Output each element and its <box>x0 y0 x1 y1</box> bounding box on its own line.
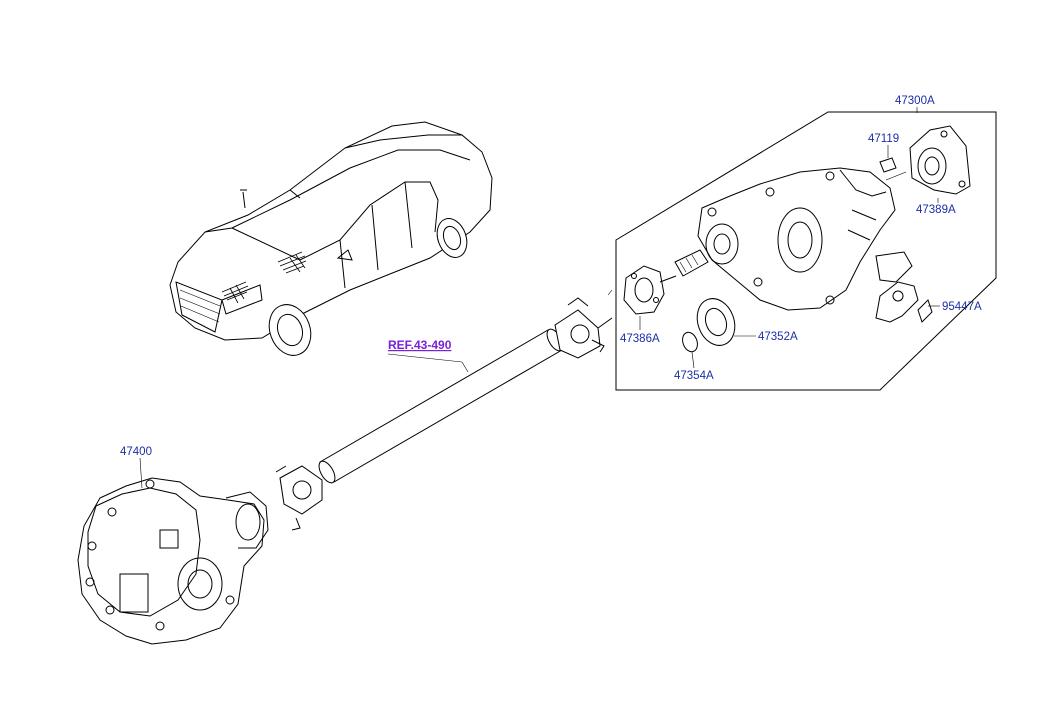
rear-differential-housing <box>674 167 913 311</box>
label-rear-diff-assembly[interactable]: 47300A <box>895 95 935 107</box>
label-plug[interactable]: 47119 <box>868 133 899 145</box>
vehicle-illustration <box>169 121 493 356</box>
flange-right-part <box>909 125 971 195</box>
rear-diff-group-box <box>615 111 997 391</box>
plug-part <box>879 157 897 173</box>
companion-flange-part <box>623 265 677 315</box>
drivetrain-marker-front <box>221 281 249 304</box>
label-bracket[interactable]: 95447A <box>942 301 982 313</box>
bracket-part <box>875 281 933 323</box>
label-snap-ring[interactable]: 47354A <box>674 370 714 382</box>
label-transfer-case[interactable]: 47400 <box>120 446 152 458</box>
drivetrain-marker-rear <box>277 251 307 274</box>
transfer-case <box>77 477 269 645</box>
reference-callout[interactable]: REF.43-490 <box>387 338 469 373</box>
label-flange-right[interactable]: 47389A <box>916 204 956 216</box>
propeller-shaft <box>275 289 613 531</box>
oil-seal-part <box>696 298 736 346</box>
reference-link[interactable]: REF.43-490 <box>388 338 452 352</box>
snap-ring-part <box>682 331 698 353</box>
label-companion-flange[interactable]: 47386A <box>620 333 660 345</box>
label-oil-seal[interactable]: 47352A <box>758 331 798 343</box>
